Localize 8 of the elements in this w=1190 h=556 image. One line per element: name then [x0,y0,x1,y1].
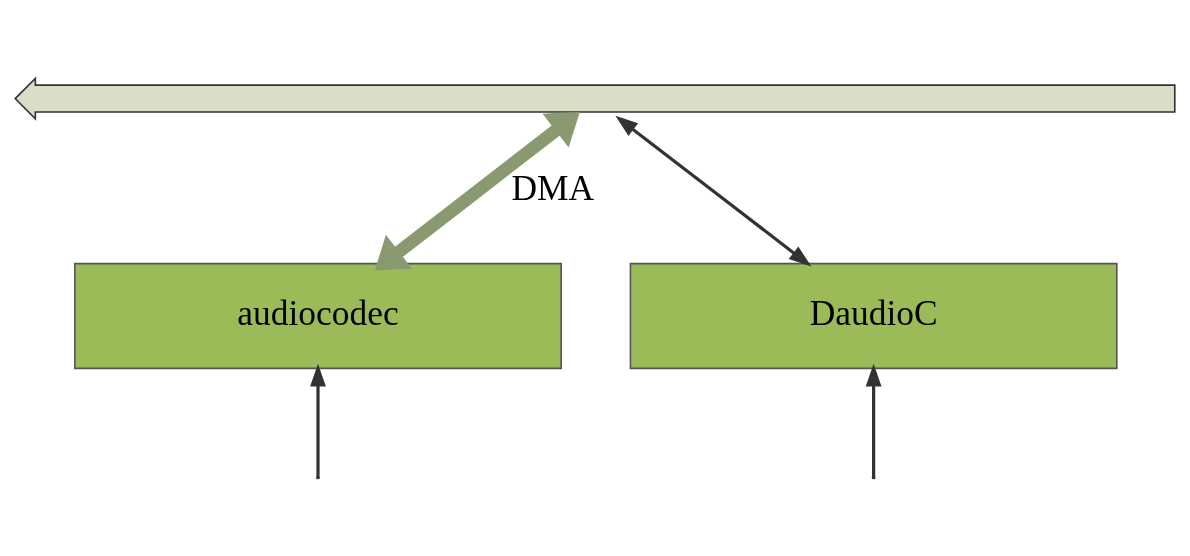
node-box: DaudioC [629,262,1118,369]
node-box: audiocodec [74,262,562,369]
arrow [374,111,580,270]
arrow [865,363,882,476]
arrow [310,363,326,476]
edge-label: DMA [511,167,595,208]
arrow [615,115,812,267]
node-bar [14,76,1176,121]
